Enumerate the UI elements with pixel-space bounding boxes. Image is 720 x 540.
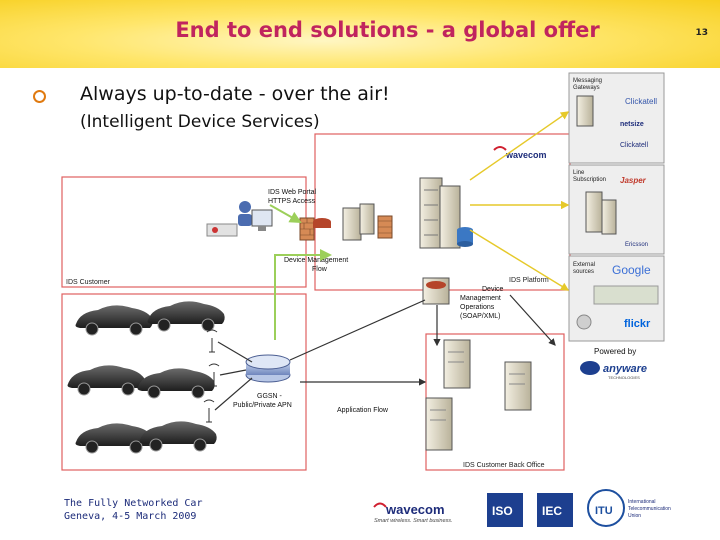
platform-equipment — [299, 177, 473, 305]
ids-customer-label: IDS Customer — [66, 279, 111, 286]
external-source-thumbnails — [593, 285, 659, 305]
ggsn-label: GGSN - Public/Private APN — [233, 393, 292, 409]
external-panel-label: External sources — [573, 262, 597, 275]
ids-platform-label: IDS Platform — [509, 277, 549, 284]
svg-text:Smart wireless. Smart business: Smart wireless. Smart business. — [374, 518, 453, 524]
ggsn-node — [245, 354, 291, 383]
connection-lines — [214, 111, 570, 411]
anyware-logo-sub: TECHNOLOGIES — [608, 375, 640, 380]
antenna-icons — [203, 329, 220, 423]
svg-text:ITU: ITU — [595, 505, 613, 517]
page-number: 13 — [695, 28, 708, 38]
svg-text:International Telecommun: International Telecommunication Union — [628, 499, 672, 519]
iec-logo: IEC — [537, 493, 573, 527]
svg-text:wavecom: wavecom — [505, 150, 547, 160]
partner-logo: Clickatell — [620, 142, 648, 149]
slide-title: End to end solutions - a global offer — [175, 18, 600, 42]
powered-by-label: Powered by — [594, 347, 636, 356]
footer-wavecom-logo: wavecom Smart wireless. Smart business. — [373, 502, 453, 524]
application-flow-label: Application Flow — [337, 407, 389, 414]
partner-logo: netsize — [620, 121, 644, 128]
iso-logo: ISO — [487, 493, 523, 527]
connected-cars — [67, 301, 225, 454]
partner-logo: Google — [612, 263, 651, 277]
svg-text:wavecom: wavecom — [385, 502, 445, 517]
itu-logo: ITU International Telecommunication Unio… — [587, 489, 672, 527]
svg-text:ISO: ISO — [492, 504, 513, 518]
partner-logo: Ericsson — [625, 242, 648, 248]
subscription-panel-label: Line Subscription — [573, 170, 606, 183]
bullet-text: Always up-to-date - over the air! — [80, 83, 390, 105]
messaging-gateway-server — [576, 95, 594, 127]
svg-text:IEC: IEC — [542, 504, 562, 518]
footer-event: The Fully Networked Car — [64, 498, 203, 509]
customer-workstation — [206, 201, 273, 237]
anyware-logo: anyware — [603, 363, 647, 375]
web-portal-label: IDS Web Portal HTTPS Access — [268, 189, 318, 205]
bullet-subtitle: (Intelligent Device Services) — [80, 112, 320, 132]
subscription-panel — [568, 164, 665, 255]
subscription-server — [585, 191, 603, 233]
messaging-panel-label: Messaging Gateways — [573, 78, 604, 91]
device-mgmt-flow-label: Device Management Flow — [284, 257, 350, 273]
wavecom-platform-logo: wavecom — [493, 146, 547, 160]
bullet-icon — [33, 90, 46, 103]
anyware-logo-mark — [580, 361, 600, 375]
wikipedia-globe-icon — [576, 314, 592, 330]
title-banner — [0, 0, 720, 68]
footer-location-date: Geneva, 4-5 March 2009 — [64, 511, 197, 522]
partner-logo: Jasper — [620, 176, 647, 185]
device-mgmt-ops-label: Device Management Operations (SOAP/XML) — [460, 286, 505, 320]
partner-logo: flickr — [624, 318, 651, 330]
footer: The Fully Networked Car Geneva, 4-5 Marc… — [64, 497, 202, 523]
partner-logo: Clickatell — [625, 97, 657, 106]
subscription-server — [601, 199, 617, 235]
backoffice-label: IDS Customer Back Office — [463, 462, 545, 469]
backoffice-servers — [425, 339, 532, 451]
